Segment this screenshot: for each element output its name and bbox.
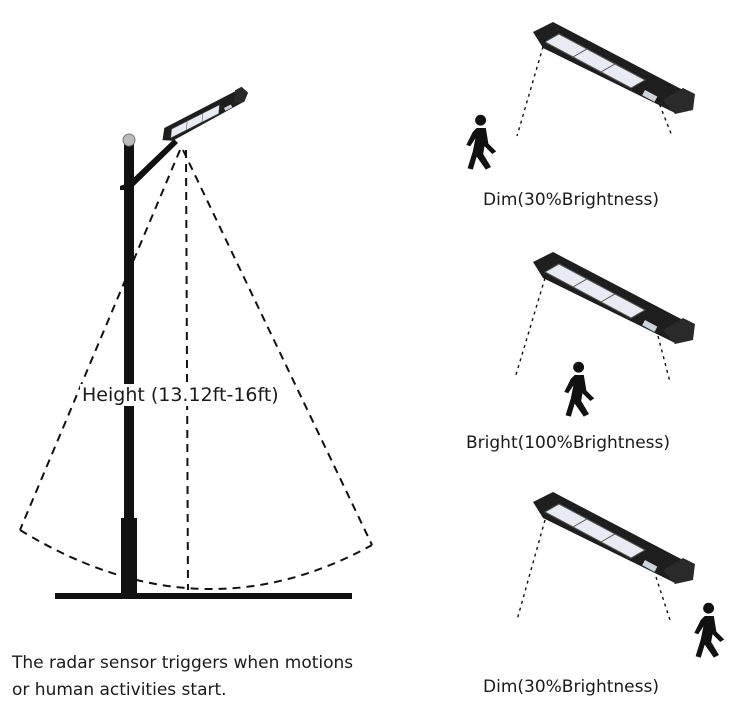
panel-dim-bottom <box>516 491 725 658</box>
walking-person-icon <box>466 114 497 170</box>
panel-dim-top <box>466 21 696 170</box>
description-line-2: or human activities start. <box>12 680 227 700</box>
coverage-cone <box>19 149 373 591</box>
lamp-icon <box>532 251 696 345</box>
lamp-icon <box>532 491 696 585</box>
lamp-icon <box>532 21 696 115</box>
arm-bracket <box>120 139 178 190</box>
ground-bar <box>55 593 352 599</box>
panel-bright <box>514 251 696 417</box>
pole-scene <box>19 63 373 599</box>
walking-person-icon <box>564 361 595 417</box>
caption-bright: Bright(100%Brightness) <box>466 433 671 453</box>
caption-dim-bottom: Dim(30%Brightness) <box>483 677 659 697</box>
pole-cap <box>122 133 136 147</box>
pole <box>124 140 134 520</box>
height-label: Height (13.12ft-16ft) <box>80 384 281 406</box>
lamp-head <box>157 63 251 167</box>
description-text: The radar sensor triggers when motions o… <box>12 650 412 704</box>
caption-dim-top: Dim(30%Brightness) <box>483 190 659 210</box>
description-line-1: The radar sensor triggers when motions <box>12 653 354 673</box>
walking-person-icon <box>694 602 725 658</box>
